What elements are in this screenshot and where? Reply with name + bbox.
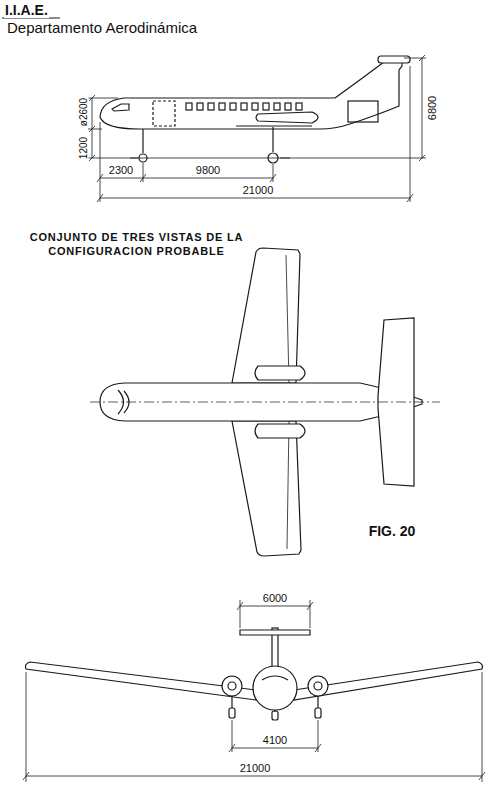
engine-spinner xyxy=(228,682,236,690)
extension-line xyxy=(240,600,241,628)
dimension-line xyxy=(240,606,310,607)
dimension-text: ø2600 xyxy=(78,97,89,127)
extension-line xyxy=(26,672,27,782)
side-wing xyxy=(236,125,312,126)
nose-gear xyxy=(142,129,143,153)
cabin-window xyxy=(263,103,269,110)
front-wheel xyxy=(229,708,235,718)
dimension-text: 9800 xyxy=(195,164,221,176)
extension-line xyxy=(410,66,411,202)
extension-line xyxy=(280,158,426,159)
front-engine-right xyxy=(308,676,328,696)
front-wheel xyxy=(315,708,321,718)
dimension-line xyxy=(100,178,273,179)
front-fuselage xyxy=(253,666,297,710)
extension-line xyxy=(482,672,483,782)
cabin-window xyxy=(197,103,203,110)
cabin-window xyxy=(252,103,258,110)
dimension-line xyxy=(92,98,93,158)
dimension-ticks xyxy=(23,602,485,780)
cabin-window xyxy=(296,103,302,110)
dimension-text: 6800 xyxy=(426,95,438,121)
cabin-windows xyxy=(186,103,302,110)
front-wing-left xyxy=(26,662,257,700)
dimension-text: 6000 xyxy=(262,592,288,604)
extension-line xyxy=(88,158,138,159)
extension-line xyxy=(88,129,102,130)
dimension-text: 1200 xyxy=(78,136,89,160)
plan-wing-right xyxy=(232,421,301,556)
cabin-window xyxy=(274,103,280,110)
dimension-text: 21000 xyxy=(239,762,272,774)
cabin-window xyxy=(241,103,247,110)
dimension-ticks xyxy=(89,55,425,202)
side-nacelle xyxy=(256,112,318,123)
cabin-window xyxy=(230,103,236,110)
side-t-tail xyxy=(378,56,410,63)
dimension-line xyxy=(422,58,423,158)
extension-line xyxy=(100,122,101,202)
extension-line xyxy=(273,164,274,182)
ground-line xyxy=(130,158,290,159)
gear-legs xyxy=(232,696,318,712)
dimension-line xyxy=(26,776,482,777)
center-line xyxy=(90,402,440,403)
cabin-window xyxy=(219,103,225,110)
dimension-line xyxy=(100,198,410,199)
engine-spinner xyxy=(314,682,322,690)
dimension-text: 4100 xyxy=(262,734,288,746)
cabin-window xyxy=(285,103,291,110)
front-wing-right xyxy=(294,662,483,700)
plan-wing-left xyxy=(232,248,300,383)
institute-name: I.I.A.E. xyxy=(4,3,49,18)
cabin-window xyxy=(208,103,214,110)
front-engine-left xyxy=(222,676,242,696)
side-fuselage xyxy=(100,60,402,129)
main-gear xyxy=(272,127,273,152)
department-name: Departamento Aerodinámica xyxy=(6,20,198,37)
figure-caption: FIG. 20 xyxy=(368,524,417,539)
cabin-window xyxy=(186,103,192,110)
extension-line xyxy=(143,163,144,182)
extension-line xyxy=(310,600,311,628)
front-windshield xyxy=(262,676,288,680)
dimension-line xyxy=(232,748,318,749)
plan-nacelle-left xyxy=(255,366,305,380)
cargo-door xyxy=(348,101,378,122)
dimension-text: 2300 xyxy=(108,164,134,176)
cockpit-window xyxy=(112,104,129,111)
dimension-text: 21000 xyxy=(242,184,275,196)
side-door xyxy=(153,101,175,126)
plan-nacelle-right xyxy=(255,424,305,438)
front-wheel xyxy=(272,711,278,720)
drawing-title: CONJUNTO DE TRES VISTAS DE LA CONFIGURAC… xyxy=(28,230,245,259)
front-t-tail xyxy=(240,630,310,635)
